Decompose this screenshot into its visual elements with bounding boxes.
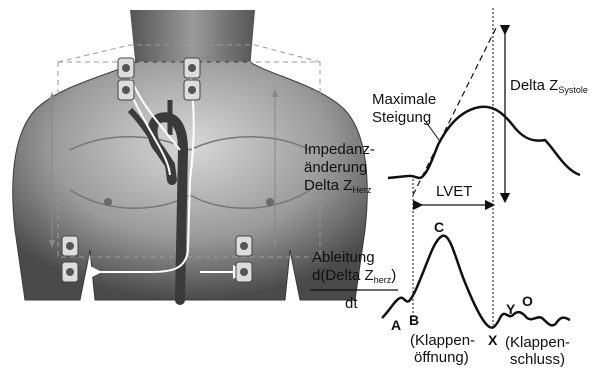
point-b-label: B (409, 312, 419, 328)
point-a-label: A (391, 317, 401, 333)
point-x-label: X (488, 332, 498, 348)
impedanz-label: Impedanz- (304, 141, 375, 158)
right-nipple (266, 198, 274, 206)
point-y-label: Y (506, 301, 516, 317)
point-o-label: O (522, 293, 533, 309)
klappen-open-label-2: öffnung) (414, 349, 469, 366)
dt-label: dt (345, 295, 358, 312)
aenderung-label: änderung (304, 159, 367, 176)
d-delta-label: d(Delta Zherz) (312, 267, 396, 285)
klappen-close-label-2: schluss) (510, 351, 565, 368)
left-nipple (104, 198, 112, 206)
steigung-label: Steigung (372, 109, 431, 126)
point-c-label: C (434, 219, 444, 235)
klappen-close-label-1: (Klappen- (505, 334, 570, 351)
maximale-label: Maximale (372, 91, 436, 108)
ableitung-label: Ableitung (312, 249, 375, 266)
delta-z-systole-label: Delta ZSystole (510, 77, 588, 95)
klappen-open-label-1: (Klappen- (410, 332, 475, 349)
lvet-label: LVET (436, 183, 472, 200)
